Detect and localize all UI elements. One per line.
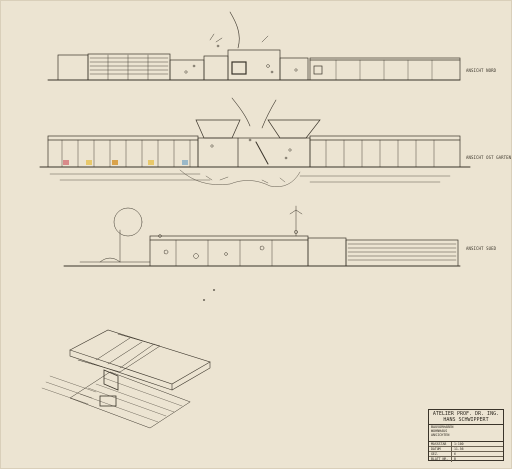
row-value: 11.56 bbox=[454, 447, 464, 451]
row-key: GEZ. bbox=[429, 452, 452, 457]
axonometric-sketch bbox=[41, 329, 211, 429]
row-value: B bbox=[454, 457, 456, 461]
office-name-line2: HANS SCHWIPPERT bbox=[443, 417, 489, 423]
elevation-3 bbox=[63, 205, 461, 302]
row-key: DATUM bbox=[429, 447, 452, 452]
title-block-row: GEZ.6 bbox=[429, 452, 503, 457]
elevation-2 bbox=[39, 97, 471, 187]
office-name-line1: ATELIER PROF. DR. ING. bbox=[432, 411, 500, 417]
elevation-label-1: ANSICHT NORD bbox=[466, 68, 497, 73]
title-block: ATELIER PROF. DR. ING. HANS SCHWIPPERT B… bbox=[428, 409, 504, 462]
project-line1: BAUVORHABEN bbox=[431, 425, 454, 429]
elevation-label-3: ANSICHT SUED bbox=[466, 246, 497, 251]
title-block-header: ATELIER PROF. DR. ING. HANS SCHWIPPERT bbox=[429, 410, 503, 425]
elevation-label-2: ANSICHT OST GARTEN bbox=[466, 155, 512, 160]
elevation-1 bbox=[47, 11, 461, 81]
row-value: 1:100 bbox=[454, 442, 464, 446]
row-key: MASSSTAB bbox=[429, 442, 452, 447]
project-line3: ANSICHTEN bbox=[431, 433, 450, 437]
row-key: BLATT NR. bbox=[429, 457, 452, 462]
title-block-row: BLATT NR.B bbox=[429, 457, 503, 462]
project-line2: WOHNHAUS bbox=[431, 429, 448, 433]
row-value: 6 bbox=[454, 452, 456, 456]
